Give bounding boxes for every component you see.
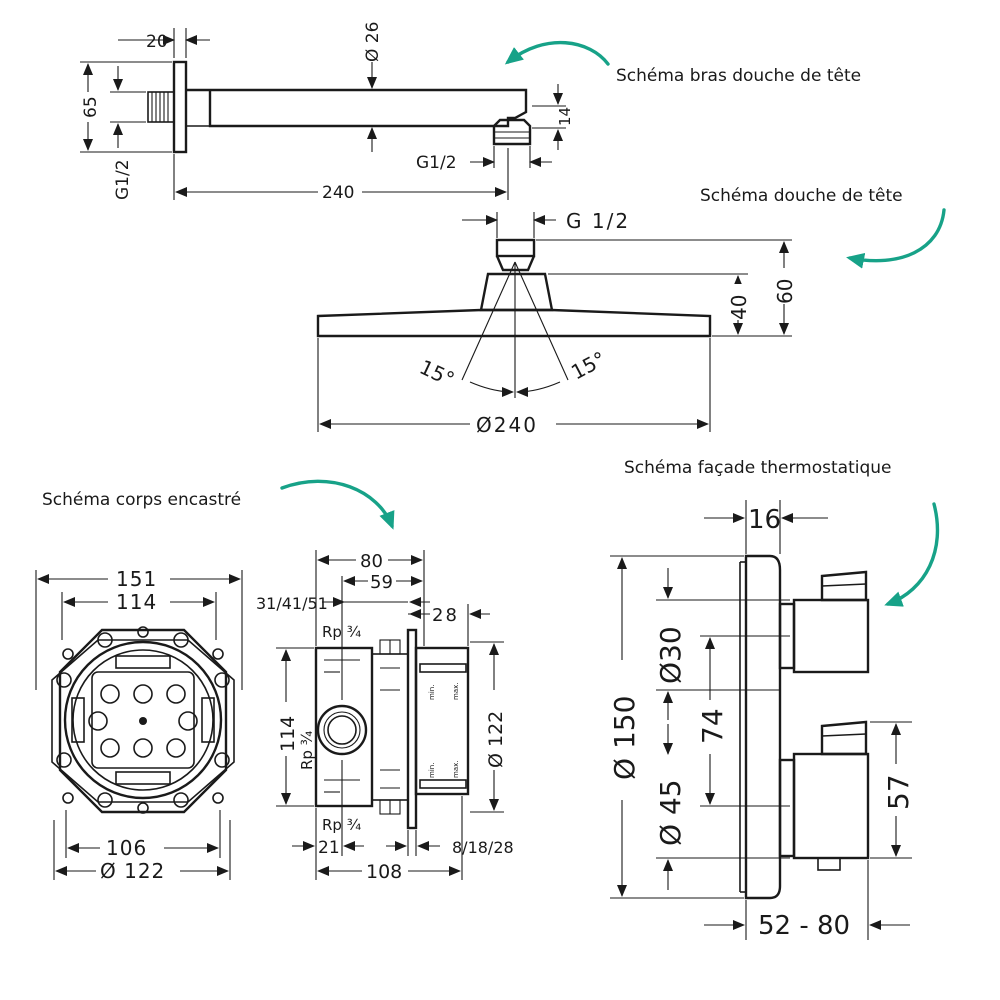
concealed-body-front: 151 114 106 Ø 122 <box>35 567 243 883</box>
body-side-min-label: min. <box>428 685 436 700</box>
body-front-octagon <box>58 628 228 814</box>
arm-dim-height: 65 <box>81 96 101 118</box>
arm-pipe <box>186 88 528 128</box>
facade-bottom-knob-lever <box>820 720 868 756</box>
body-front-dim-outer: 151 <box>116 567 157 591</box>
body-side-dim-right: 28 <box>432 605 459 626</box>
shower-head-drawing: 15° 15° G 1/2 60 40 Ø240 <box>316 209 797 437</box>
arm-wall-thread <box>147 91 175 123</box>
concealed-body-side: min. max. min. max. 80 59 31/41/51 <box>256 550 514 883</box>
thermostatic-facade-drawing: 16 Ø 150 Ø30 Ø 45 74 57 52 - 80 <box>608 500 915 941</box>
body-side-dim-bottom-left: 21 <box>318 838 340 858</box>
body-side-min-label-2: min. <box>428 763 436 778</box>
facade-dim-plate-diameter: Ø 150 <box>608 696 641 780</box>
arm-dim-outlet-thread: G1/2 <box>416 153 457 173</box>
teal-arrow-arm <box>504 41 610 66</box>
facade-dim-knob-spacing: 74 <box>696 708 729 744</box>
facade-dim-top-knob: Ø30 <box>654 626 687 684</box>
caption-head: Schéma douche de tête <box>700 186 903 206</box>
arm-outlet-nut <box>492 118 532 146</box>
head-dim-thread: G 1/2 <box>566 209 630 233</box>
facade-plate <box>744 554 782 900</box>
caption-facade: Schéma façade thermostatique <box>624 458 891 478</box>
body-side-max-label-2: max. <box>452 761 460 778</box>
arm-dim-diameter: Ø 26 <box>363 22 383 62</box>
body-front-dim-inner: 114 <box>116 590 157 614</box>
body-side-dim-height: 114 <box>277 716 299 752</box>
facade-dim-bottom-knob: Ø 45 <box>654 779 687 846</box>
body-side-dim-bottom-right: 8/18/28 <box>452 838 514 857</box>
arm-wall-flange <box>172 60 188 154</box>
head-dim-height-total: 60 <box>773 279 797 304</box>
body-front-dim-diameter: Ø 122 <box>100 859 165 883</box>
body-side-dim-diameter: Ø 122 <box>485 711 507 768</box>
body-side-max-label: max. <box>452 683 460 700</box>
shower-arm-drawing: 20 Ø 26 65 G1/2 14 G1/2 240 <box>80 22 574 203</box>
body-front-ring <box>63 640 223 800</box>
arm-dim-flange-width: 20 <box>146 32 168 52</box>
caption-arm: Schéma bras douche de tête <box>616 66 861 86</box>
body-side-dim-depth: 31/41/51 <box>256 594 328 613</box>
head-plate <box>316 308 712 338</box>
body-side-inlet <box>316 704 368 756</box>
body-front-holes <box>88 684 198 758</box>
body-side-conn-top: Rp ¾ <box>322 623 362 641</box>
body-side-dim-top-inner: 59 <box>370 572 393 593</box>
facade-dim-thickness: 16 <box>748 505 781 535</box>
facade-dim-knob-height: 57 <box>882 774 915 810</box>
body-side-conn-side: Rp ¾ <box>298 730 316 770</box>
head-neck <box>479 272 554 312</box>
body-side-dim-bottom-total: 108 <box>366 861 402 883</box>
facade-bottom-knob-base <box>778 758 796 858</box>
head-angle-left: 15° <box>416 355 458 392</box>
teal-arrow-facade <box>884 502 940 607</box>
teal-arrow-head <box>846 208 946 269</box>
body-front-dim-bottom: 106 <box>106 836 147 860</box>
arm-dim-length: 240 <box>322 183 354 203</box>
head-connector-nut <box>495 238 536 258</box>
body-front-lugs <box>56 626 230 814</box>
body-side-cartridge <box>414 646 470 796</box>
arm-dim-outlet-height: 14 <box>556 107 574 126</box>
facade-bottom-knob <box>792 752 870 860</box>
body-side-dim-top-total: 80 <box>360 551 383 572</box>
caption-body: Schéma corps encastré <box>42 490 241 510</box>
facade-top-knob <box>792 598 870 674</box>
head-dim-diameter: Ø240 <box>476 413 538 437</box>
teal-arrow-body <box>280 479 395 530</box>
body-side-mount-plate <box>406 628 418 830</box>
facade-dim-projection: 52 - 80 <box>758 911 850 941</box>
facade-top-knob-lever <box>820 570 868 602</box>
arm-dim-wall-thread: G1/2 <box>113 159 133 200</box>
head-dim-height-body: 40 <box>727 295 751 320</box>
head-angle-right: 15° <box>567 347 610 385</box>
